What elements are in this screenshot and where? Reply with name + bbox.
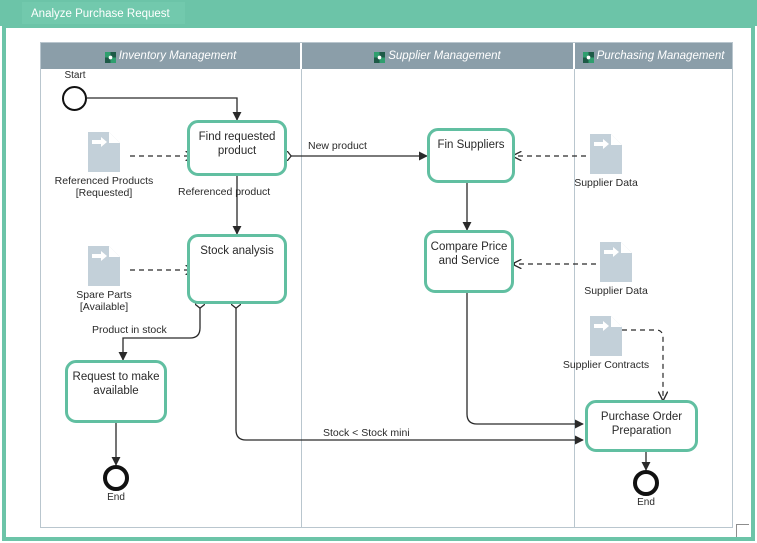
flow-stock-to-request xyxy=(123,304,200,360)
data-object-supplier-data-1[interactable] xyxy=(590,134,622,174)
data-object-supplier-contracts[interactable] xyxy=(590,316,622,356)
puzzle-piece-icon xyxy=(582,51,594,63)
tab-label: Analyze Purchase Request xyxy=(31,8,170,20)
data-object-supplier-data-2[interactable] xyxy=(600,242,632,282)
end-event-inventory-label: End xyxy=(107,492,125,503)
end-event-purchasing-label: End xyxy=(637,497,655,508)
task-label: Fin Suppliers xyxy=(437,139,505,151)
task-label: Purchase Order Preparation xyxy=(600,411,683,437)
task-stock-analysis[interactable]: Stock analysis xyxy=(187,234,287,304)
lane-header-inventory[interactable]: Inventory Management xyxy=(41,43,301,69)
data-object-name: Spare Parts xyxy=(76,289,132,301)
task-label: Find requested product xyxy=(198,131,276,157)
task-fin-suppliers[interactable]: Fin Suppliers xyxy=(427,128,515,183)
puzzle-piece-icon xyxy=(104,51,116,63)
data-object-state: [Requested] xyxy=(75,187,133,199)
flow-compare-to-po xyxy=(466,293,584,429)
flow-start-to-find xyxy=(87,97,242,121)
end-event-purchasing[interactable] xyxy=(633,470,659,496)
data-object-state: [Available] xyxy=(79,301,129,313)
lane-label-purchasing: Purchasing Management xyxy=(596,50,725,62)
lane-divider-1 xyxy=(301,69,302,528)
resize-grip[interactable] xyxy=(736,524,749,537)
flow-label-new-product: New product xyxy=(308,140,367,152)
task-label: Request to make available xyxy=(72,371,160,397)
lane-divider-2 xyxy=(574,69,575,528)
tab-strip: Analyze Purchase Request xyxy=(0,0,757,26)
data-object-label: Referenced Products [Requested] xyxy=(34,175,174,199)
flow-label-product-in-stock: Product in stock xyxy=(92,324,167,336)
sequence-flow-layer xyxy=(87,97,749,471)
flow-stock-to-po xyxy=(236,304,583,440)
data-object-label: Spare Parts [Available] xyxy=(34,289,174,313)
task-request-to-make-available[interactable]: Request to make available xyxy=(65,360,167,423)
puzzle-piece-icon xyxy=(374,51,386,63)
data-object-supplier-data-2-label: Supplier Data xyxy=(584,285,648,297)
flow-label-referenced-product: Referenced product xyxy=(178,186,271,198)
start-event[interactable] xyxy=(62,86,87,111)
data-object-supplier-data-1-label: Supplier Data xyxy=(574,177,638,189)
data-object-spare-parts[interactable] xyxy=(88,246,120,286)
assoc-contracts-to-po xyxy=(622,329,663,400)
tab-analyze-purchase-request[interactable]: Analyze Purchase Request xyxy=(22,2,185,26)
end-event-inventory[interactable] xyxy=(103,465,129,491)
task-compare-price-and-service[interactable]: Compare Price and Service xyxy=(424,230,514,293)
data-object-referenced-products[interactable] xyxy=(88,132,120,172)
start-event-label: Start xyxy=(64,70,86,81)
diagram-canvas[interactable]: Inventory Management Supplier Management xyxy=(8,28,749,537)
flow-label-stock-min: Stock < Stock mini xyxy=(323,427,410,439)
lane-label-inventory: Inventory Management xyxy=(118,50,237,62)
data-object-supplier-contracts-label: Supplier Contracts xyxy=(562,359,650,371)
lane-header-purchasing[interactable]: Purchasing Management xyxy=(575,43,732,69)
lane-label-supplier: Supplier Management xyxy=(388,50,501,62)
lane-header-supplier[interactable]: Supplier Management xyxy=(302,43,574,69)
process-pool: Inventory Management Supplier Management xyxy=(40,42,733,528)
task-purchase-order-preparation[interactable]: Purchase Order Preparation xyxy=(585,400,698,452)
task-find-requested-product[interactable]: Find requested product xyxy=(187,120,287,176)
task-label: Stock analysis xyxy=(200,245,274,257)
task-label: Compare Price and Service xyxy=(430,241,508,267)
data-object-name: Referenced Products xyxy=(54,175,154,187)
